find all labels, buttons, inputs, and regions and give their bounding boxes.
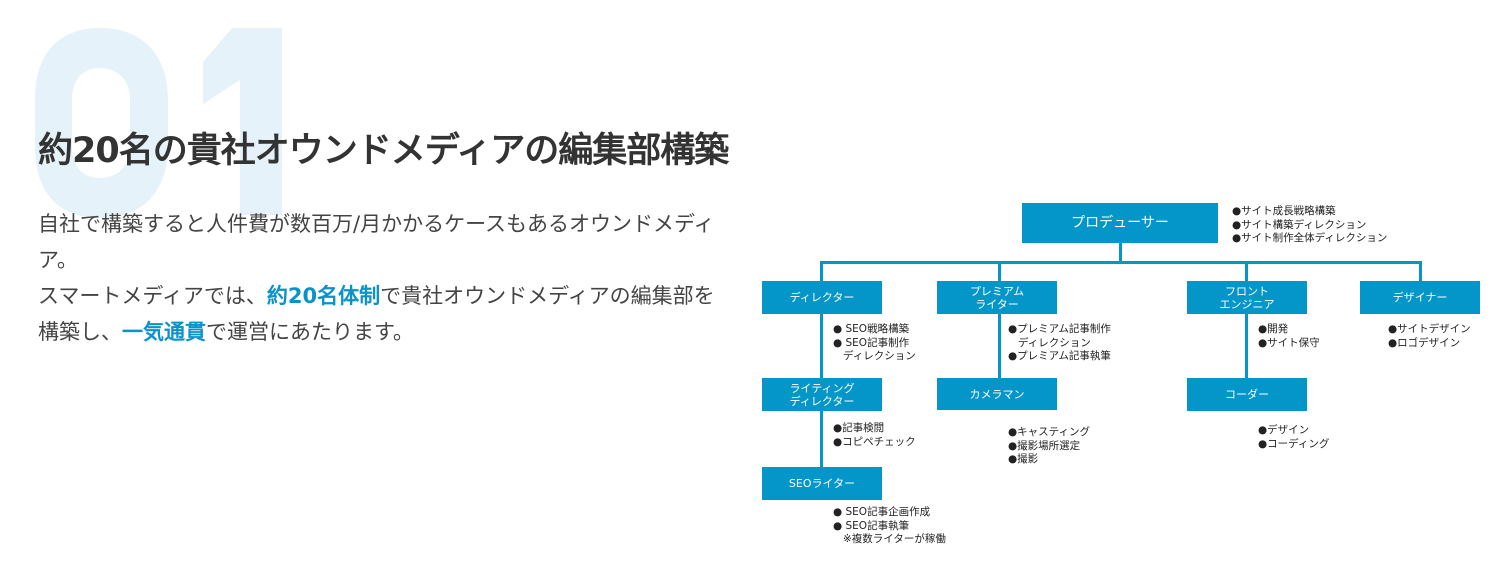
designer-notes: ●サイトデザイン ●ロゴデザイン bbox=[1388, 323, 1471, 349]
desc-line2-pre: スマートメディアでは、 bbox=[38, 284, 267, 308]
director-notes: ● SEO戦略構築 ● SEO記事制作 ディレクション bbox=[833, 323, 916, 362]
desc-line1: 自社で構築すると人件費が数百万/月かかるケースもあるオウンドメディア。 bbox=[38, 212, 715, 272]
connector-line bbox=[1419, 261, 1422, 282]
writing-director-notes: ●記事検閲 ●コピペチェック bbox=[833, 422, 916, 448]
watermark-digit-0 bbox=[35, 28, 168, 218]
role-designer: デザイナー bbox=[1360, 281, 1480, 314]
role-coder: コーダー bbox=[1187, 378, 1307, 411]
connector-line bbox=[820, 261, 1422, 264]
role-cameraman: カメラマン bbox=[937, 378, 1057, 410]
front-engineer-notes: ●開発 ●サイト保守 bbox=[1258, 323, 1320, 349]
role-writing-director: ライティング ディレクター bbox=[762, 378, 882, 411]
section-description: 自社で構築すると人件費が数百万/月かかるケースもあるオウンドメディア。 スマート… bbox=[38, 206, 728, 350]
watermark-digit-1 bbox=[203, 28, 282, 215]
role-premium-writer: プレミアム ライター bbox=[937, 281, 1057, 314]
highlight-team-size: 約20名体制 bbox=[266, 284, 381, 308]
seo-writer-notes: ● SEO記事企画作成 ● SEO記事執筆 ※複数ライターが稼働 bbox=[833, 506, 946, 545]
connector-line bbox=[1119, 243, 1122, 263]
connector-line bbox=[1245, 261, 1248, 379]
desc-line3-post: で運営にあたります。 bbox=[206, 320, 414, 344]
coder-notes: ●デザイン ●コーディング bbox=[1258, 424, 1330, 450]
premium-writer-notes: ●プレミアム記事制作 ディレクション ●プレミアム記事執筆 bbox=[1008, 323, 1111, 362]
role-director: ディレクター bbox=[762, 281, 882, 314]
producer-notes: ●サイト成長戦略構築 ●サイト構築ディレクション ●サイト制作全体ディレクション bbox=[1232, 205, 1388, 244]
desc-line2-post: で貴社オウンドメディアの編集部を構築し、 bbox=[38, 284, 715, 344]
cameraman-notes: ●キャスティング ●撮影場所選定 ●撮影 bbox=[1008, 426, 1091, 465]
connector-line bbox=[998, 261, 1001, 379]
section-title: 約20名の貴社オウンドメディアの編集部構築 bbox=[38, 131, 729, 171]
role-front-engineer: フロント エンジニア bbox=[1187, 281, 1307, 314]
role-seo-writer: SEOライター bbox=[762, 467, 882, 500]
connector-line bbox=[820, 261, 823, 468]
section-number-watermark bbox=[35, 28, 282, 218]
highlight-end-to-end: 一気通貫 bbox=[122, 320, 206, 344]
role-producer: プロデューサー bbox=[1022, 203, 1218, 243]
